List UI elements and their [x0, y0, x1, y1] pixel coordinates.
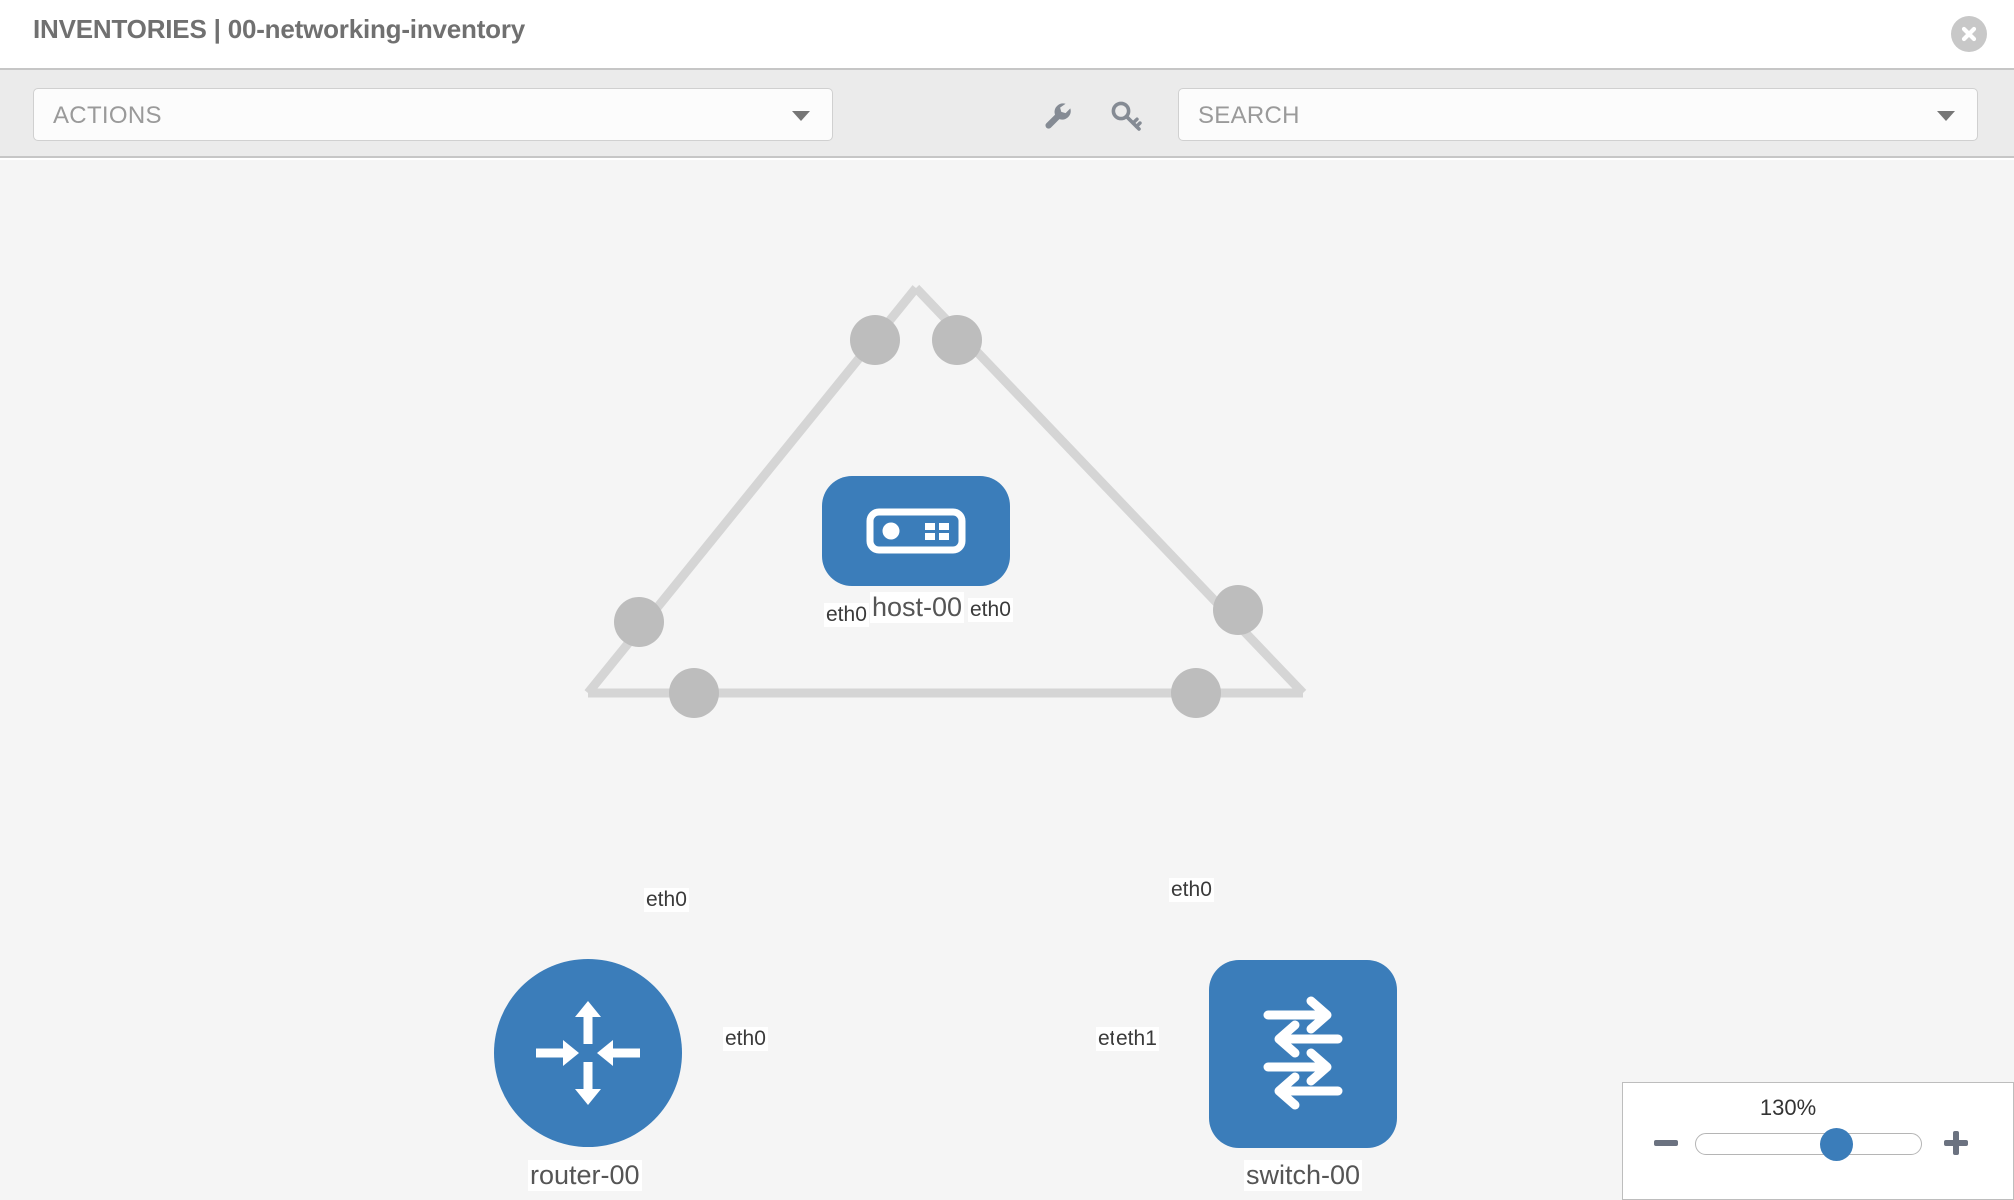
plus-icon[interactable] [1941, 1128, 1971, 1158]
node-router-00[interactable] [494, 959, 682, 1147]
interface-label: eth0 [723, 1027, 768, 1051]
zoom-slider-thumb[interactable] [1820, 1128, 1853, 1161]
interface-stubs [614, 315, 1263, 718]
interface-label: eth0 [824, 603, 869, 627]
interface-label: eth0 [644, 888, 689, 912]
node-label-router-00: router-00 [528, 1160, 642, 1191]
close-icon[interactable] [1951, 16, 1987, 52]
interface-label: eth1 [1114, 1027, 1159, 1051]
interface-stub [1171, 668, 1221, 718]
toolbar: ACTIONS SEARCH [0, 68, 2014, 158]
node-label-switch-00: switch-00 [1244, 1160, 1363, 1191]
actions-dropdown-label: ACTIONS [53, 102, 162, 129]
node-label-host-00: host-00 [870, 592, 965, 623]
window-header: INVENTORIES | 00-networking-inventory [0, 0, 2014, 68]
interface-label: eth0 [1169, 878, 1214, 902]
node-host-00[interactable] [822, 476, 1010, 586]
wrench-icon[interactable] [1040, 98, 1076, 134]
zoom-level-label: 130% [1759, 1095, 1817, 1120]
chevron-down-icon[interactable] [1937, 111, 1955, 121]
interface-label: eth0 [968, 598, 1013, 622]
search-placeholder: SEARCH [1198, 102, 1300, 129]
interface-stub [614, 597, 664, 647]
topology-canvas[interactable]: eth0 eth0 eth0 eth0 eth0 eth0 eth1 host-… [0, 160, 2014, 1200]
interface-stub [1213, 585, 1263, 635]
topology-graph [494, 284, 1397, 1148]
zoom-slider[interactable] [1695, 1128, 1922, 1161]
zoom-control-panel: 130% [1622, 1082, 2014, 1200]
interface-stub [850, 315, 900, 365]
chevron-down-icon [792, 111, 810, 121]
key-icon[interactable] [1108, 98, 1144, 134]
interface-stub [669, 668, 719, 718]
interface-stub [932, 315, 982, 365]
node-switch-00[interactable] [1209, 960, 1397, 1148]
search-input[interactable]: SEARCH [1178, 88, 1978, 141]
page-title: INVENTORIES | 00-networking-inventory [33, 14, 526, 44]
minus-icon[interactable] [1651, 1128, 1681, 1158]
actions-dropdown[interactable]: ACTIONS [33, 88, 833, 141]
